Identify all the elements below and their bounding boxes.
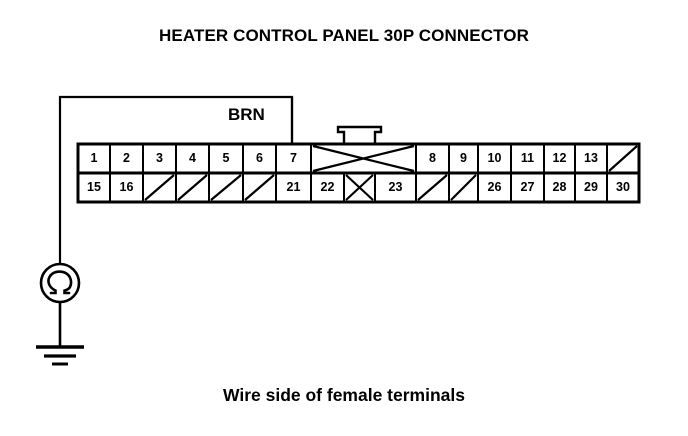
- pin-23[interactable]: 23: [388, 180, 403, 194]
- pin-22[interactable]: 22: [320, 180, 335, 194]
- pin-3[interactable]: 3: [156, 151, 163, 165]
- pin-8[interactable]: 8: [429, 151, 436, 165]
- top-blank-slashed: [608, 145, 638, 172]
- top-blank-crossed-wide: [312, 144, 415, 173]
- figure-caption: Wire side of female terminals: [222, 385, 465, 405]
- bottom-blank-crossed: [345, 174, 374, 201]
- ground-symbol: [36, 345, 84, 366]
- pin-26[interactable]: 26: [487, 180, 502, 194]
- pin-27[interactable]: 27: [520, 180, 535, 194]
- pin-11[interactable]: 11: [520, 151, 535, 165]
- top-row-dividers: [109, 144, 608, 173]
- pin-2[interactable]: 2: [123, 151, 130, 165]
- pin-4[interactable]: 4: [189, 151, 196, 165]
- pin-15[interactable]: 15: [87, 180, 101, 194]
- pin-5[interactable]: 5: [222, 151, 230, 165]
- pin-16[interactable]: 16: [119, 180, 134, 194]
- pin-6[interactable]: 6: [256, 151, 263, 165]
- wire-color-label-brn: BRN: [228, 105, 265, 124]
- pin-21[interactable]: 21: [286, 180, 301, 194]
- pin-28[interactable]: 28: [552, 180, 567, 194]
- pin-30[interactable]: 30: [616, 180, 630, 194]
- connector-housing: [76, 142, 641, 204]
- pin-7[interactable]: 7: [290, 151, 297, 165]
- omega-glyph: [47, 270, 73, 295]
- page-title: HEATER CONTROL PANEL 30P CONNECTOR: [159, 26, 529, 45]
- bottom-blank-slashes: [144, 174, 477, 201]
- pin-10[interactable]: 10: [487, 151, 502, 165]
- bottom-row-dividers: [109, 173, 608, 202]
- connector-locking-tab: [336, 125, 383, 144]
- pin-13[interactable]: 13: [584, 151, 598, 165]
- pin-9[interactable]: 9: [460, 151, 467, 165]
- ohmmeter-symbol: [39, 262, 81, 304]
- pin-12[interactable]: 12: [552, 151, 567, 165]
- pin-29[interactable]: 29: [584, 180, 598, 194]
- pin-1[interactable]: 1: [90, 151, 98, 165]
